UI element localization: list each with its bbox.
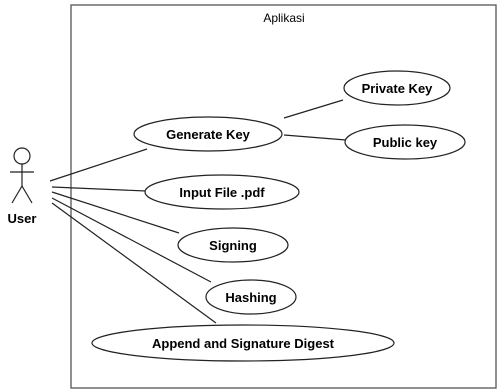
use-case-hashing: Hashing	[205, 279, 297, 315]
associations	[49, 99, 347, 324]
association-user-append	[51, 202, 217, 324]
use-case-private-key: Private Key	[343, 70, 451, 106]
use-case-ellipse	[205, 279, 297, 315]
use-case-ellipse	[133, 116, 283, 152]
association-user-generate-key	[49, 148, 148, 182]
use-case-signing: Signing	[177, 227, 289, 263]
use-case-label: Public key	[373, 135, 438, 150]
use-case-input-file: Input File .pdf	[144, 174, 300, 210]
use-case-label: Generate Key	[166, 127, 251, 142]
use-case-generate-key: Generate Key	[133, 116, 283, 152]
use-case-label: Input File .pdf	[179, 185, 265, 200]
actor-head	[13, 147, 31, 165]
actor-user	[10, 147, 34, 204]
use-case-ellipse	[343, 70, 451, 106]
system-name: Aplikasi	[263, 11, 304, 25]
association-user-hashing	[51, 197, 212, 283]
use-case-ellipse	[344, 124, 466, 160]
use-case-ellipse	[91, 324, 395, 362]
use-case-label: Hashing	[225, 290, 276, 305]
use-case-append-signature: Append and Signature Digest	[91, 324, 395, 362]
use-case-label: Append and Signature Digest	[152, 336, 335, 351]
association-generate-private	[283, 99, 344, 119]
use-case-public-key: Public key	[344, 124, 466, 160]
actor-name: User	[8, 211, 37, 226]
association-generate-public	[283, 134, 347, 141]
association-user-signing	[51, 191, 180, 234]
actor-leg-right	[21, 185, 33, 204]
association-user-input-file	[51, 186, 147, 192]
use-case-ellipse	[144, 174, 300, 210]
use-case-label: Private Key	[362, 81, 434, 96]
use-case-ellipse	[177, 227, 289, 263]
actor-leg-left	[11, 185, 23, 204]
use-case-label: Signing	[209, 238, 257, 253]
